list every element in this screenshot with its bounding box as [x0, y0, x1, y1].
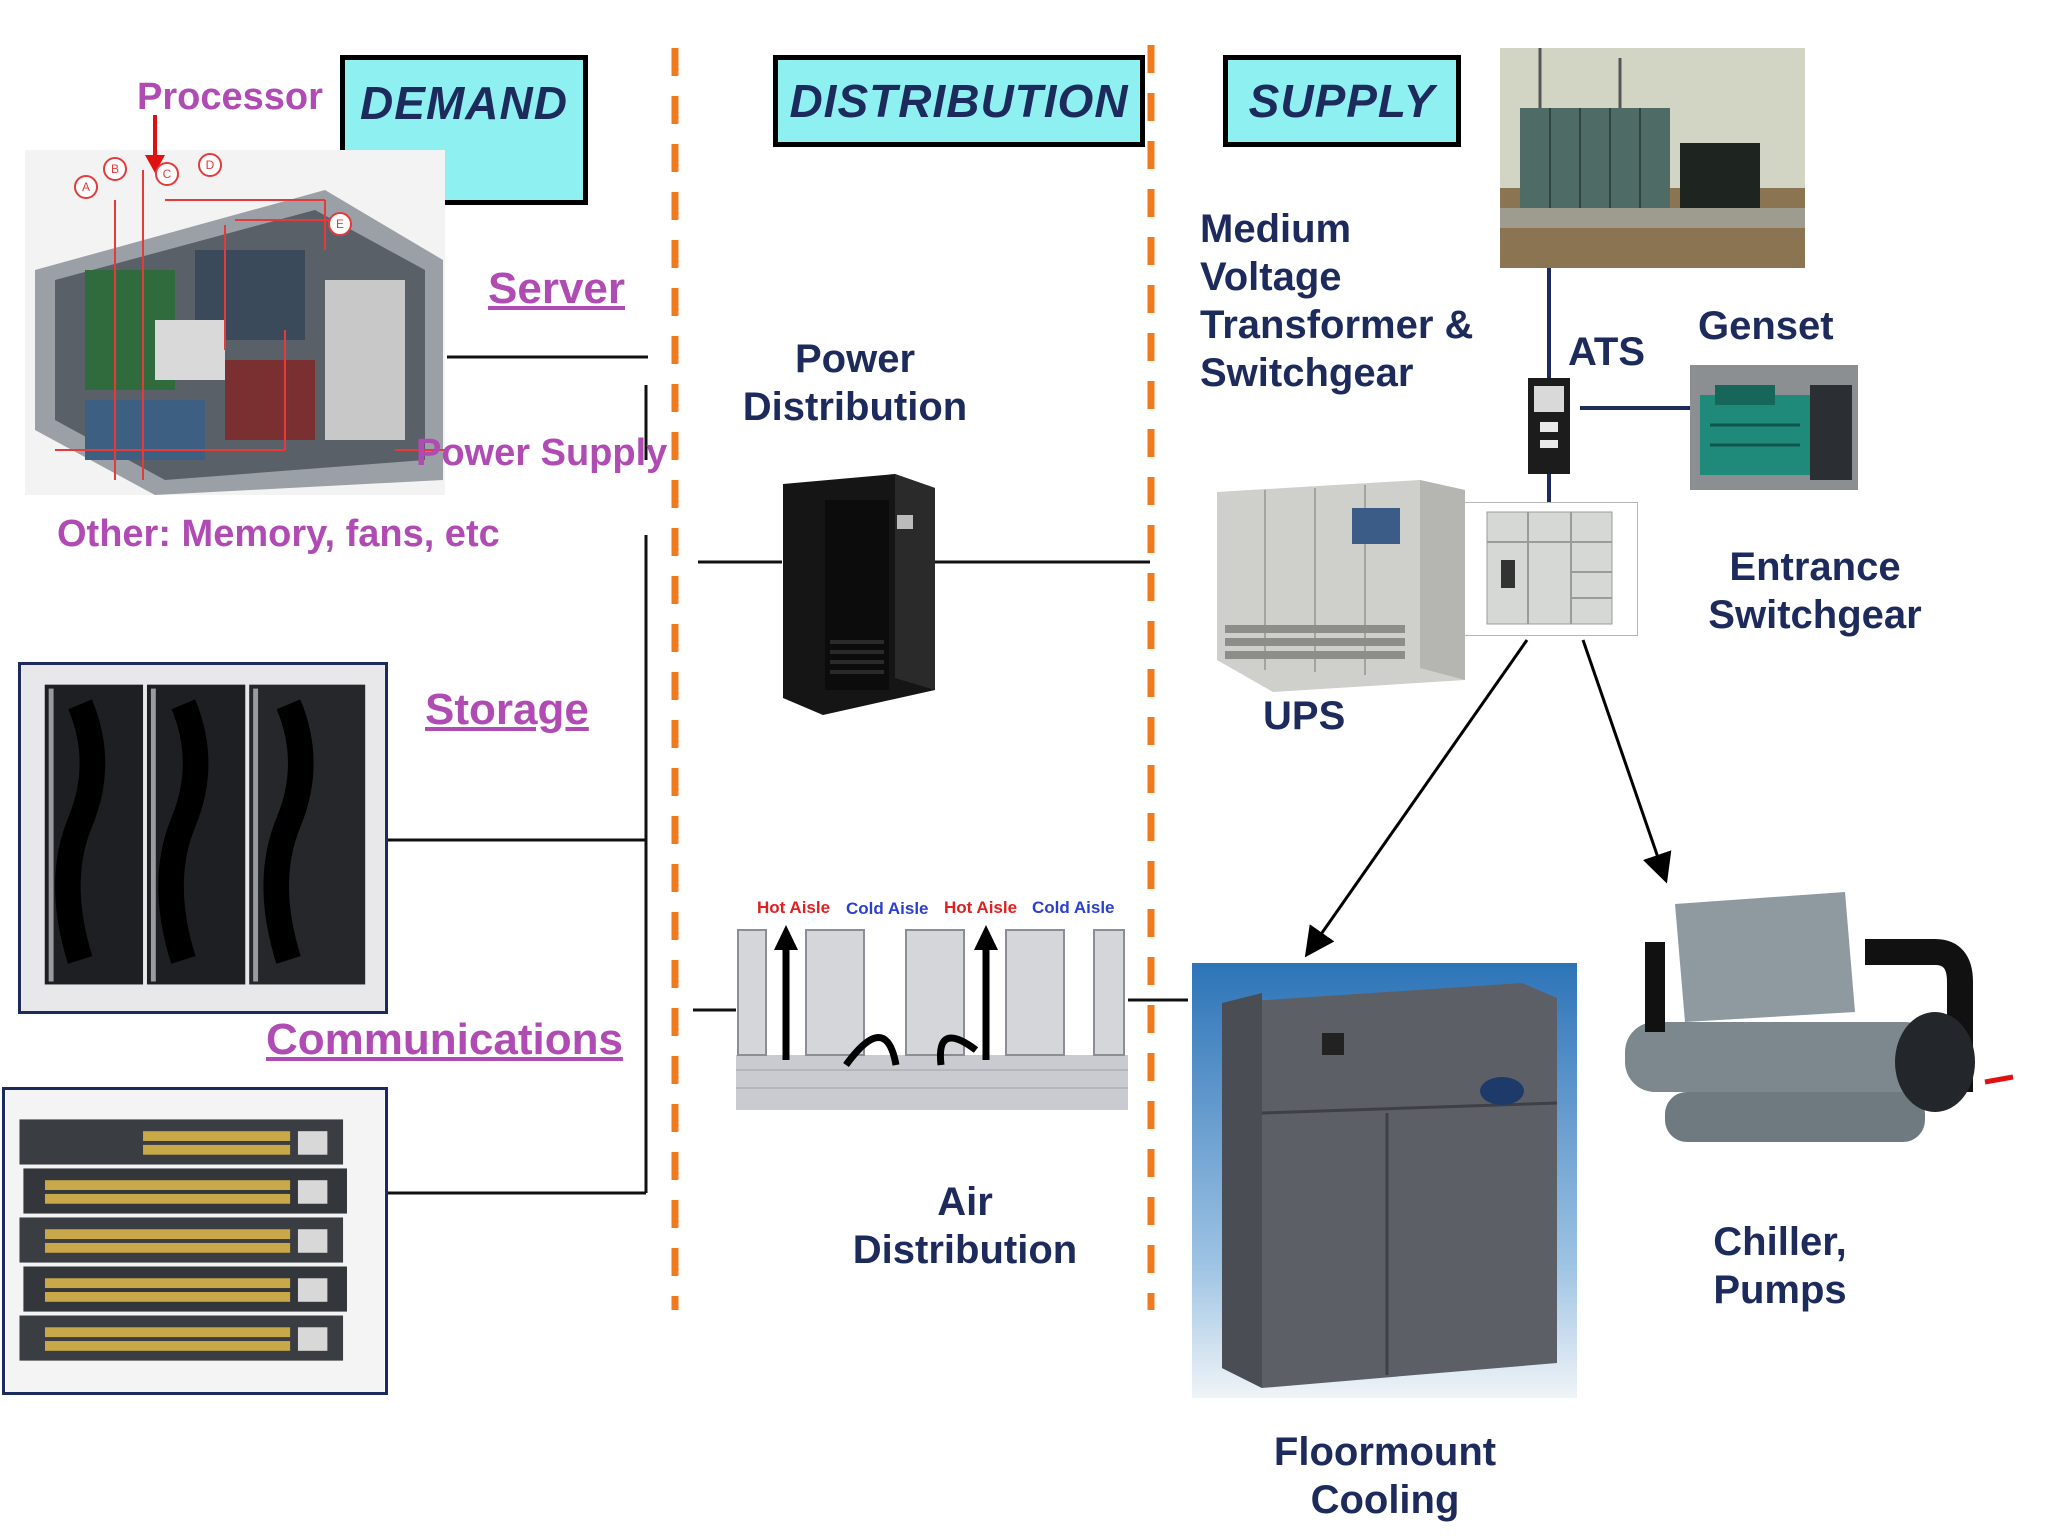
aisle-label-cold-1: Cold Aisle — [846, 899, 929, 918]
callout-a: A — [74, 175, 98, 199]
arrow-to-chiller — [1581, 639, 1672, 884]
demand-header-label: DEMAND — [360, 76, 568, 129]
floormount-cooling-label: Floormount Cooling — [1235, 1428, 1535, 1524]
medium-voltage-line4: Switchgear — [1200, 351, 1414, 395]
medium-voltage-line1: Medium — [1200, 207, 1352, 251]
supply-header: SUPPLY — [1223, 55, 1461, 147]
medium-voltage-label: Medium Voltage Transformer & Switchgear — [1200, 205, 1473, 397]
air-distribution-label: Air Distribution — [820, 1178, 1110, 1274]
chiller-pumps-line1: Chiller, — [1713, 1220, 1847, 1264]
chiller-photo — [1605, 892, 2025, 1192]
floormount-cooling-line1: Floormount — [1273, 1430, 1497, 1474]
callout-c: C — [155, 162, 179, 186]
power-distribution-line2: Distribution — [742, 385, 968, 429]
arrow-to-floormount — [1304, 639, 1529, 958]
distribution-header-label: DISTRIBUTION — [789, 75, 1129, 127]
genset-photo — [1690, 365, 1858, 490]
floormount-cooling-line2: Cooling — [1310, 1478, 1460, 1522]
chiller-pumps-label: Chiller, Pumps — [1660, 1218, 1900, 1314]
air-distribution-illustration — [736, 890, 1128, 1120]
server-label: Server — [488, 264, 626, 313]
callout-d: D — [198, 153, 222, 177]
chiller-pumps-line2: Pumps — [1713, 1268, 1847, 1312]
supply-header-label: SUPPLY — [1248, 75, 1436, 127]
ats-unit — [1528, 378, 1570, 474]
other-components-label: Other: Memory, fans, etc — [57, 513, 500, 555]
distribution-header: DISTRIBUTION — [773, 55, 1145, 147]
processor-arrow — [145, 115, 165, 173]
storage-label: Storage — [425, 685, 589, 734]
medium-voltage-photo — [1500, 48, 1805, 268]
ups-label: UPS — [1263, 694, 1346, 738]
processor-label: Processor — [137, 76, 323, 118]
entrance-switchgear-line2: Switchgear — [1708, 593, 1922, 637]
callout-e: E — [328, 212, 352, 236]
entrance-switchgear-line1: Entrance — [1729, 545, 1901, 589]
aisle-label-hot-2: Hot Aisle — [944, 898, 1018, 917]
medium-voltage-line2: Voltage — [1200, 255, 1342, 299]
callout-b: B — [103, 157, 127, 181]
air-distribution-line1: Air — [937, 1180, 993, 1224]
communications-label: Communications — [266, 1015, 623, 1064]
floormount-cooling-photo — [1192, 963, 1577, 1398]
medium-voltage-line3: Transformer & — [1200, 303, 1474, 347]
power-supply-label: Power Supply — [416, 432, 668, 474]
entrance-switchgear-label: Entrance Switchgear — [1690, 543, 1940, 639]
communications-photo — [2, 1087, 388, 1395]
ats-label: ATS — [1568, 330, 1646, 374]
power-distribution-label: Power Distribution — [730, 335, 980, 431]
storage-photo — [18, 662, 388, 1014]
air-distribution-line2: Distribution — [852, 1228, 1078, 1272]
power-distribution-cabinet — [783, 474, 935, 715]
genset-label: Genset — [1698, 304, 1834, 348]
power-distribution-line1: Power — [794, 337, 916, 381]
entrance-switchgear-photo — [1463, 502, 1638, 636]
aisle-label-cold-2: Cold Aisle — [1032, 898, 1115, 917]
aisle-label-hot-1: Hot Aisle — [757, 898, 831, 917]
ups-photo — [1217, 480, 1465, 692]
server-photo — [25, 150, 445, 495]
